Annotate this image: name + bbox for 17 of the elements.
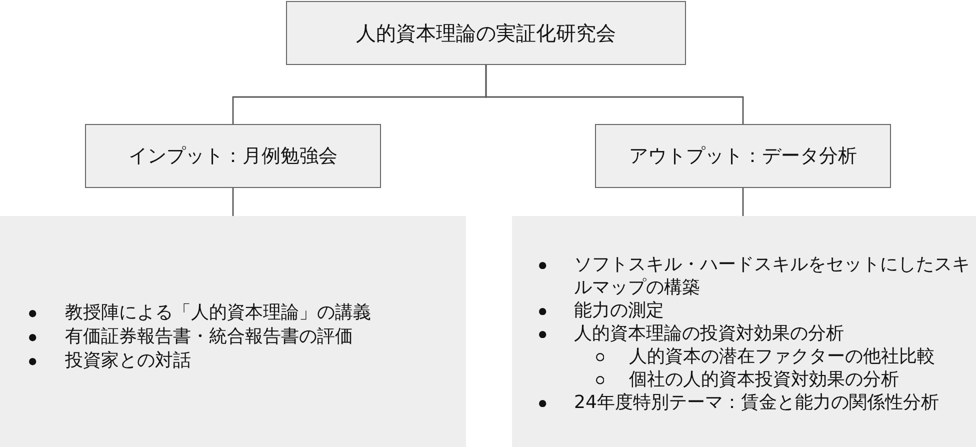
list-item: ソフトスキル・ハードスキルをセットにしたスキルマップの構築 xyxy=(574,253,971,299)
list-panel xyxy=(0,216,466,447)
list-item: 24年度特別テーマ：賃金と能力の関係性分析 xyxy=(574,391,939,414)
category-box: インプット：月例勉強会 xyxy=(85,124,381,188)
list-item: 能力の測定 xyxy=(574,299,664,322)
category-box: アウトプット：データ分析 xyxy=(595,124,891,188)
list-item: 人的資本の潜在ファクターの他社比較 xyxy=(629,345,935,368)
list-item: 教授陣による「人的資本理論」の講義 xyxy=(65,301,371,325)
list-item: 有価証券報告書・統合報告書の評価 xyxy=(65,325,353,349)
connector-line xyxy=(232,188,234,216)
list-item: 個社の人的資本投資対効果の分析 xyxy=(629,368,899,391)
connector-line xyxy=(742,188,744,216)
connector-line xyxy=(485,65,744,124)
title-box: 人的資本理論の実証化研究会 xyxy=(286,1,686,65)
list-item: 投資家との対話 xyxy=(65,349,191,373)
list-panel xyxy=(512,216,976,447)
list-item: 人的資本理論の投資対効果の分析 xyxy=(574,322,844,345)
